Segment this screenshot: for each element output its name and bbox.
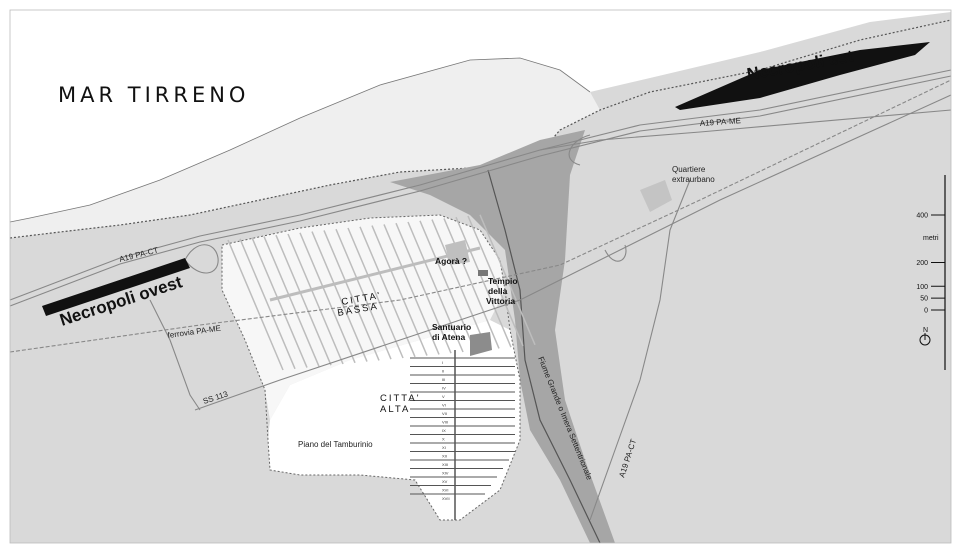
local-road	[149, 299, 201, 411]
plateia-line	[269, 246, 481, 302]
street-number-label: XII	[442, 454, 447, 459]
a19-pa-me-label: A19 PA-ME	[700, 116, 742, 128]
necropoli-est-band	[675, 42, 930, 110]
street-number-label: IX	[442, 428, 446, 433]
a19-pa-ct-road-parallel	[9, 75, 952, 307]
street-number-label: III	[442, 377, 445, 382]
street-line	[359, 226, 416, 358]
street-line	[467, 215, 524, 347]
beach-strip	[10, 58, 600, 238]
street-number-label: XVI	[442, 488, 448, 493]
tempio-label-1: Tempio	[488, 276, 518, 286]
street-line	[251, 237, 308, 368]
street-line	[287, 233, 344, 365]
street-line	[383, 224, 440, 355]
street-line	[311, 231, 368, 362]
scale-unit-label: metri	[923, 235, 939, 242]
street-line	[395, 222, 452, 354]
north-label: N	[923, 327, 928, 334]
street-number-label: VI	[442, 403, 446, 408]
a19-pa-ct-road	[9, 69, 952, 301]
street-numbers: IIIIIIIVVVIVIIVIIIIXXXIXIIXIIIXIVXVXVIXV…	[442, 360, 450, 501]
north-symbol: N	[919, 327, 931, 346]
citta-alta-area	[268, 320, 520, 520]
quartiere-label: Quartiere	[672, 165, 706, 174]
agora-site	[445, 240, 470, 265]
street-line	[299, 232, 356, 364]
street-number-label: VII	[442, 411, 447, 416]
tempio-della-vittoria-site	[478, 270, 488, 276]
scale-bar: metri 400 200 100 50 0	[916, 175, 946, 370]
street-number-label: XVII	[442, 496, 450, 501]
a19-pa-me-road	[539, 109, 952, 151]
street-line	[431, 219, 488, 350]
street-number-label: V	[442, 394, 445, 399]
map-frame	[9, 9, 952, 544]
street-number-label: VIII	[442, 420, 448, 425]
scale-tick-label: 400	[916, 213, 928, 220]
street-number-label: I	[442, 360, 443, 365]
ferrovia-pa-me	[9, 79, 952, 353]
scale-tick-label: 50	[920, 296, 928, 303]
street-line	[347, 227, 404, 359]
roads	[9, 69, 952, 521]
city-border	[221, 214, 521, 521]
street-line	[419, 220, 476, 352]
santuario-label-2: di Atena	[432, 332, 465, 342]
sea-label: MAR TIRRENO	[58, 83, 249, 107]
street-line	[335, 228, 392, 360]
necropoli-ovest-band	[42, 258, 190, 316]
street-number-label: X	[442, 437, 445, 442]
river-channel	[487, 169, 601, 544]
shoreline	[9, 57, 591, 223]
river-area	[390, 130, 615, 543]
extraurbano-label: extraurbano	[672, 175, 715, 184]
street-line	[455, 216, 512, 348]
citta-alta-label-1: CITTA'	[380, 393, 421, 404]
street-line	[443, 218, 500, 349]
piano-label: Piano del Tamburinio	[298, 440, 373, 449]
street-line	[275, 234, 332, 366]
ss113-road	[194, 94, 952, 411]
agora-label: Agorà ?	[435, 256, 467, 266]
street-line	[263, 236, 320, 367]
street-number-label: II	[442, 369, 444, 374]
street-number-label: XV	[442, 479, 448, 484]
street-number-label: XI	[442, 445, 446, 450]
citta-bassa-area	[222, 215, 505, 420]
junction-east	[568, 134, 627, 262]
street-number-label: XIV	[442, 471, 449, 476]
street-line	[479, 214, 536, 346]
street-number-label: IV	[442, 386, 446, 391]
citta-alta-streets	[410, 350, 515, 520]
scale-tick-label: 100	[916, 284, 928, 291]
citta-alta-label-2: ALTA	[380, 404, 410, 415]
street-number-label: XIII	[442, 462, 448, 467]
scale-tick-label: 200	[916, 260, 928, 267]
santuario-di-atena-site	[470, 332, 492, 356]
junction-west	[184, 244, 219, 274]
sea-area	[10, 10, 951, 222]
street-line	[239, 238, 296, 370]
scale-tick-label: 0	[924, 308, 928, 315]
tempio-label-3: Vittoria	[486, 296, 515, 306]
santuario-label-1: Santuario	[432, 322, 471, 332]
a19-south-road	[589, 179, 691, 521]
street-line	[407, 221, 464, 353]
street-line	[323, 230, 380, 361]
street-line	[227, 239, 284, 371]
tempio-label-2: della	[488, 286, 508, 296]
citta-bassa-streets	[227, 214, 536, 371]
quartiere-extraurbano-area	[640, 180, 672, 212]
